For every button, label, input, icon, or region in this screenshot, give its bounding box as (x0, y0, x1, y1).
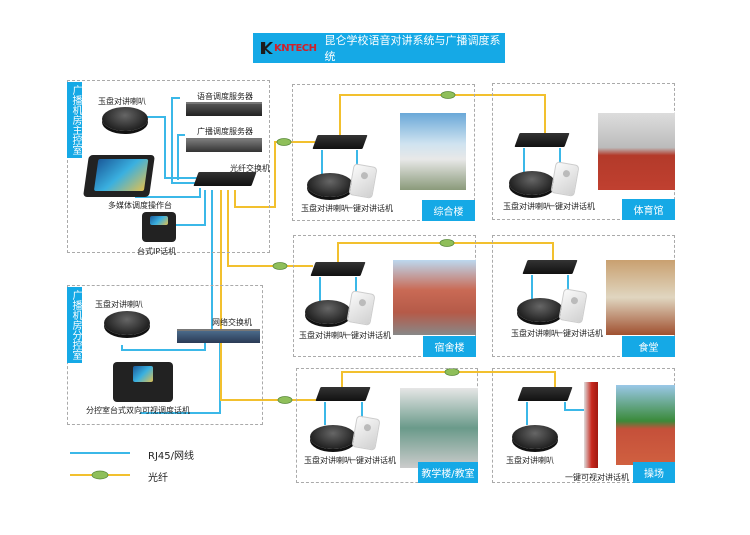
speaker-label: 玉盘对讲喇叭 (98, 97, 146, 106)
speaker-label: 玉盘对讲喇叭 (299, 331, 347, 340)
title-bar: KNTECH 昆仑学校语音对讲系统与广播调度系统 (253, 33, 505, 63)
building-name-tag: 教学楼/教室 (418, 462, 478, 483)
building-name-tag: 综合楼 (422, 200, 475, 221)
speaker-icon (305, 300, 351, 324)
multimedia-console-icon (83, 155, 155, 197)
speaker-icon (307, 173, 353, 197)
speaker-icon (310, 425, 356, 449)
ip-phone-icon (142, 212, 176, 242)
speaker-label: 玉盘对讲喇叭 (506, 456, 554, 465)
broadcast-server-icon (186, 138, 262, 152)
voice-server-icon (186, 102, 262, 116)
switch-icon (310, 262, 366, 276)
building-photo (598, 113, 675, 190)
building-name-tag: 宿舍楼 (423, 336, 476, 357)
speaker-icon (102, 107, 148, 131)
branch-room-label: 广播机房分控室 (67, 287, 82, 363)
building-name-tag: 操场 (633, 462, 675, 483)
speaker-label: 玉盘对讲喇叭 (301, 204, 349, 213)
intercom-label: 一键对讲话机 (343, 331, 391, 340)
intercom-label: 一键可视对讲话机 (565, 473, 629, 482)
video-phone-icon (113, 362, 173, 402)
building-photo (606, 260, 675, 335)
switch-icon (514, 133, 570, 147)
fiber-connector-icon (277, 396, 293, 404)
speaker-icon (512, 425, 558, 449)
video-phone-label: 分控室台式双向可视调度话机 (86, 406, 190, 415)
main-room-label: 广播机房主控室 (67, 82, 82, 158)
speaker-label: 玉盘对讲喇叭 (511, 329, 559, 338)
speaker-label: 玉盘对讲喇叭 (304, 456, 352, 465)
fiber-switch-label: 光纤交换机 (230, 164, 270, 173)
branch-speaker-label: 玉盘对讲喇叭 (95, 300, 143, 309)
building-photo (400, 113, 466, 190)
broadcast-server-label: 广播调度服务器 (197, 127, 253, 136)
speaker-label: 玉盘对讲喇叭 (503, 202, 551, 211)
switch-icon (315, 387, 371, 401)
rj45-line (171, 97, 200, 184)
fiber-connector-icon (272, 262, 288, 270)
building-area (292, 84, 475, 221)
network-switch-icon (177, 329, 260, 343)
building-photo (400, 388, 478, 468)
building-name-tag: 食堂 (622, 336, 675, 357)
intercom-label: 一键对讲话机 (345, 204, 393, 213)
legend-fiber-connector-icon (91, 470, 109, 480)
console-label: 多媒体调度操作台 (108, 201, 172, 210)
switch-icon (517, 387, 573, 401)
building-photo (616, 385, 675, 465)
building-photo (393, 260, 476, 335)
fiber-connector-icon (439, 239, 455, 247)
speaker-icon (517, 298, 563, 322)
ip-phone-label: 台式IP话机 (137, 247, 177, 256)
legend-rj45-label: RJ45/网线 (148, 451, 194, 462)
page-title: 昆仑学校语音对讲系统与广播调度系统 (324, 34, 501, 63)
rj45-line (121, 338, 206, 351)
kntech-logo: KNTECH (261, 42, 317, 54)
voice-server-label: 语音调度服务器 (197, 92, 253, 101)
fiber-connector-icon (440, 91, 456, 99)
intercom-label: 一键对讲话机 (348, 456, 396, 465)
speaker-icon (509, 171, 555, 195)
main-control-room (67, 80, 270, 253)
intercom-label: 一键对讲话机 (555, 329, 603, 338)
video-intercom-icon (584, 382, 598, 468)
rj45-line (143, 116, 200, 179)
rj45-line (135, 188, 201, 198)
fiber-connector-icon (276, 138, 292, 146)
network-switch-label: 网络交换机 (212, 318, 252, 327)
legend-fiber-label: 光纤 (148, 473, 168, 484)
intercom-label: 一键对讲话机 (547, 202, 595, 211)
switch-icon (312, 135, 368, 149)
speaker-icon (104, 311, 150, 335)
building-name-tag: 体育馆 (622, 199, 675, 220)
fiber-switch-icon (193, 172, 257, 186)
switch-icon (522, 260, 578, 274)
